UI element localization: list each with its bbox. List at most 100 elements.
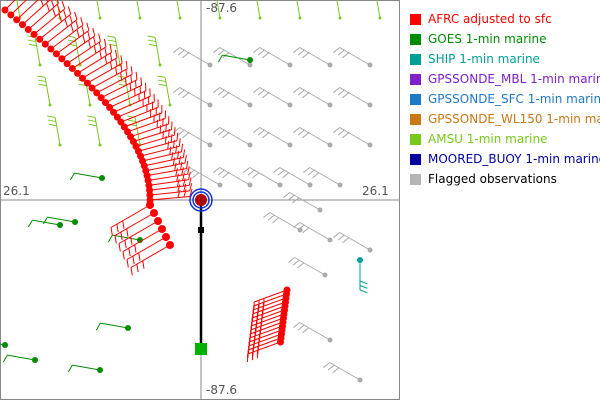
observation-point[interactable] [287, 62, 293, 68]
observation-point[interactable] [117, 118, 125, 126]
observation-point[interactable] [158, 63, 162, 67]
observation-point[interactable] [158, 225, 166, 233]
observation-point[interactable] [298, 16, 302, 20]
observation-point[interactable] [2, 342, 8, 348]
observation-point[interactable] [137, 237, 143, 243]
storm-center-ring[interactable] [189, 188, 213, 212]
observation-point[interactable] [18, 21, 26, 29]
wind-barb [2, 354, 36, 363]
observation-point[interactable] [178, 16, 182, 20]
observation-point[interactable] [106, 103, 114, 111]
observation-point[interactable] [367, 62, 373, 68]
observation-point[interactable] [78, 74, 86, 82]
observation-point[interactable] [218, 16, 222, 20]
observation-point[interactable] [88, 84, 96, 92]
observation-point[interactable] [125, 325, 131, 331]
observation-point[interactable] [97, 94, 105, 102]
observation-point[interactable] [97, 367, 103, 373]
observation-point[interactable] [110, 108, 118, 116]
observation-point[interactable] [357, 257, 363, 263]
wind-barb [72, 38, 107, 69]
observation-point[interactable] [287, 142, 293, 148]
observation-point[interactable] [146, 191, 154, 199]
legend-item[interactable]: SHIP 1-min marine [410, 49, 600, 69]
observation-point[interactable] [338, 16, 342, 20]
legend-item[interactable]: AMSU 1-min marine [410, 129, 600, 149]
legend-item[interactable]: GOES 1-min marine [410, 29, 600, 49]
observation-point[interactable] [287, 102, 293, 108]
observation-point[interactable] [32, 357, 38, 363]
observation-point[interactable] [98, 143, 102, 147]
observation-point[interactable] [47, 45, 55, 53]
observation-point[interactable] [88, 103, 92, 107]
observation-point[interactable] [317, 207, 323, 213]
observation-point[interactable] [58, 143, 62, 147]
observation-point[interactable] [98, 16, 102, 20]
observation-point[interactable] [327, 102, 333, 108]
observation-point[interactable] [68, 64, 76, 72]
observation-point[interactable] [74, 69, 81, 77]
observation-point[interactable] [207, 142, 213, 148]
observation-point[interactable] [154, 217, 162, 225]
observation-point[interactable] [307, 182, 313, 188]
observation-point[interactable] [327, 62, 333, 68]
observation-point[interactable] [1, 6, 9, 14]
observation-point[interactable] [277, 182, 283, 188]
observation-point[interactable] [297, 227, 303, 233]
observation-point[interactable] [367, 102, 373, 108]
observation-point[interactable] [367, 142, 373, 148]
wind-barb [50, 17, 84, 50]
observation-point[interactable] [38, 63, 42, 67]
legend-item[interactable]: GPSSONDE_SFC 1-min marine [410, 89, 600, 109]
observation-point[interactable] [168, 103, 172, 107]
observation-point[interactable] [322, 272, 328, 278]
observation-point[interactable] [207, 102, 213, 108]
observation-point[interactable] [327, 337, 333, 343]
observation-point[interactable] [13, 16, 21, 24]
observation-point[interactable] [93, 89, 101, 97]
observation-point[interactable] [138, 16, 142, 20]
observation-point[interactable] [247, 57, 253, 63]
observation-point[interactable] [150, 209, 158, 217]
legend-label: GOES 1-min marine [428, 32, 547, 46]
observation-point[interactable] [327, 142, 333, 148]
observation-point[interactable] [378, 16, 382, 20]
legend-item[interactable]: GPSSONDE_WL150 1-min marine [410, 109, 600, 129]
observation-point[interactable] [162, 233, 170, 241]
observation-point[interactable] [58, 55, 66, 63]
observation-point[interactable] [72, 219, 78, 225]
observation-point[interactable] [7, 11, 15, 19]
observation-point[interactable] [277, 338, 284, 346]
legend-item[interactable]: Flagged observations [410, 169, 600, 189]
observation-point[interactable] [337, 182, 343, 188]
observation-point[interactable] [247, 142, 253, 148]
wind-barb [173, 87, 211, 106]
observation-point[interactable] [166, 241, 174, 249]
legend-item[interactable]: MOORED_BUOY 1-min marine [410, 149, 600, 169]
observation-point[interactable] [247, 102, 253, 108]
observation-point[interactable] [146, 201, 154, 209]
observation-point[interactable] [247, 182, 253, 188]
observation-point[interactable] [41, 40, 49, 48]
observation-point[interactable] [83, 79, 91, 87]
legend-item[interactable]: AFRC adjusted to sfc [410, 9, 600, 29]
observation-point[interactable] [24, 25, 32, 33]
observation-point[interactable] [57, 222, 63, 228]
observation-point[interactable] [357, 377, 363, 383]
legend-swatch [410, 153, 421, 165]
observation-point[interactable] [36, 35, 44, 43]
observation-point[interactable] [113, 113, 121, 121]
observation-point[interactable] [217, 182, 223, 188]
observation-point[interactable] [101, 99, 109, 107]
observation-point[interactable] [52, 50, 60, 58]
observation-point[interactable] [327, 237, 333, 243]
observation-point[interactable] [258, 16, 262, 20]
observation-point[interactable] [247, 62, 253, 68]
observation-point[interactable] [48, 103, 52, 107]
legend-item[interactable]: GPSSONDE_MBL 1-min marine [410, 69, 600, 89]
observation-point[interactable] [30, 30, 38, 38]
observation-point[interactable] [367, 247, 373, 253]
observation-point[interactable] [63, 60, 71, 68]
observation-point[interactable] [99, 175, 105, 181]
observation-point[interactable] [207, 62, 213, 68]
